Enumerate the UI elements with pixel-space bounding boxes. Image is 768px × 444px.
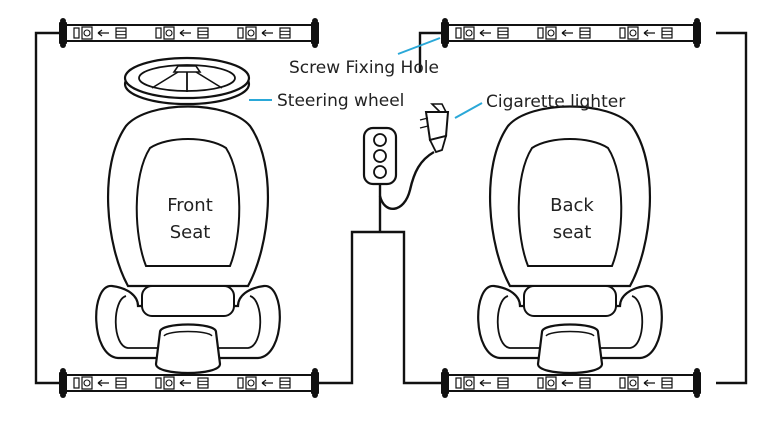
back-seat-label-line1: Back xyxy=(550,195,594,216)
control-box-icon xyxy=(362,126,398,186)
cigarette-lighter-plug-icon xyxy=(419,103,450,154)
front-seat-label-line2: Seat xyxy=(170,222,211,243)
cigarette-lighter-label: Cigarette lighter xyxy=(486,92,625,112)
screw-fixing-hole-label: Screw Fixing Hole xyxy=(289,58,439,78)
callout-lines xyxy=(249,37,483,119)
back-seat-label-line2: seat xyxy=(553,222,592,243)
front-seat-label-line1: Front xyxy=(167,195,213,216)
steering-wheel-icon xyxy=(123,56,251,106)
steering-wheel-label: Steering wheel xyxy=(277,91,404,111)
wiring xyxy=(34,31,748,385)
led-strip-icon xyxy=(59,18,319,48)
led-strip-icon xyxy=(441,18,701,48)
